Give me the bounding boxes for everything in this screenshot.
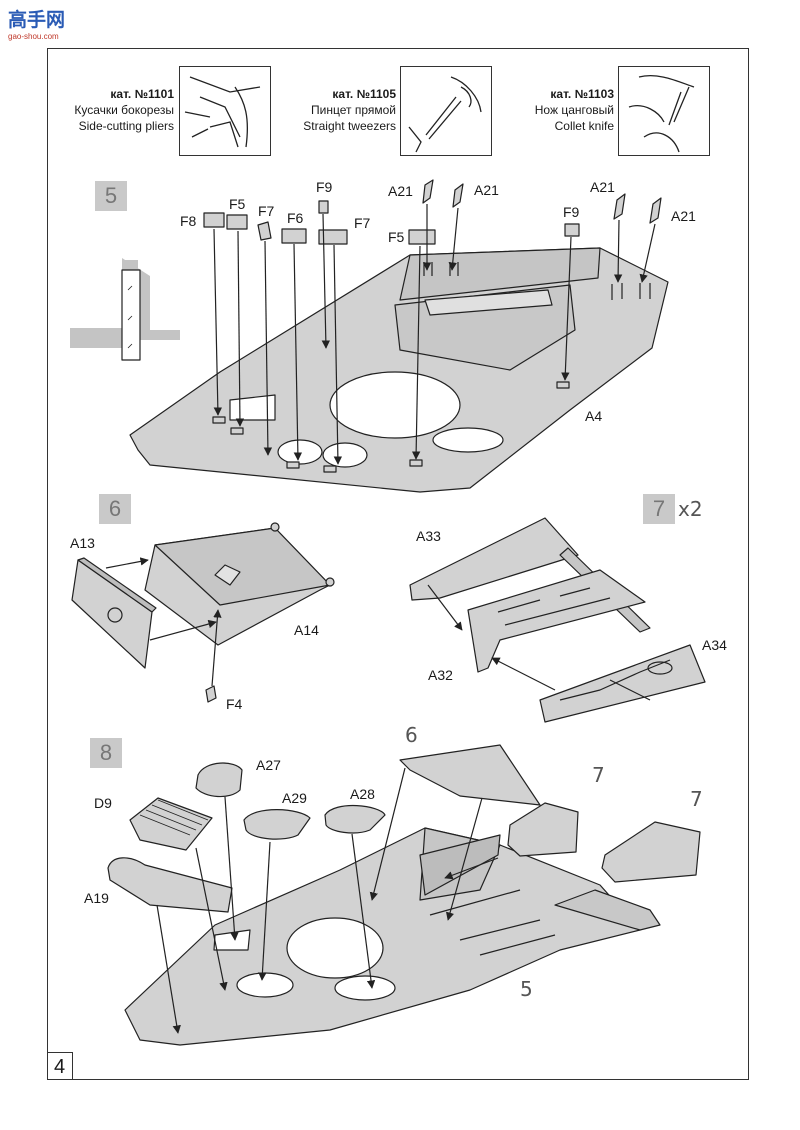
part-a19 <box>107 857 233 913</box>
tool-name-ru: Кусачки бокорезы <box>74 103 174 117</box>
step-6-badge: 6 <box>99 494 131 524</box>
part-a14 <box>144 522 335 646</box>
step-8-badge: 8 <box>90 738 122 768</box>
tool-cat: кат. №1101 <box>110 87 174 101</box>
ref-step-6: 6 <box>405 723 418 747</box>
label-a21c: A21 <box>590 179 615 195</box>
part-a21d <box>649 197 662 224</box>
label-f6: F6 <box>287 210 304 226</box>
part-a28 <box>324 804 386 834</box>
label-f4: F4 <box>226 696 243 712</box>
label-a21d: A21 <box>671 208 696 224</box>
part-a21b <box>452 183 464 208</box>
part-f9 <box>318 200 329 214</box>
part-a13 <box>71 557 157 669</box>
ref-step-5: 5 <box>520 977 533 1001</box>
label-f7b: F7 <box>354 215 371 231</box>
part-f6 <box>281 228 307 244</box>
part-7-ref-b <box>601 821 701 883</box>
label-a21: A21 <box>388 183 413 199</box>
watermark-logo: 高手网 gao-shou.com <box>6 6 86 42</box>
part-a27 <box>195 762 243 798</box>
part-7-ref-a <box>507 802 579 857</box>
step-5-arrows <box>213 204 656 465</box>
tool-cat: кат. №1103 <box>550 87 614 101</box>
part-f7b <box>318 229 348 245</box>
tool-name-en: Collet knife <box>554 119 614 133</box>
tool-name-en: Side-cutting pliers <box>78 119 174 133</box>
label-f8: F8 <box>180 213 197 229</box>
hull-assembly-step-8 <box>124 827 661 1046</box>
part-6-ref <box>399 744 541 806</box>
part-f9b <box>564 223 580 237</box>
step-7-badge: 7 <box>643 494 675 524</box>
tool-name-en: Straight tweezers <box>303 119 396 133</box>
label-f9b: F9 <box>563 204 580 220</box>
part-a32 <box>467 569 646 673</box>
label-a34: A34 <box>702 637 727 653</box>
tool-name-ru: Пинцет прямой <box>311 103 396 117</box>
watermark-logo-text: 高手网 <box>8 8 65 31</box>
part-f7 <box>257 221 272 241</box>
watermark-url: gao-shou.com <box>8 32 59 41</box>
knife-illustration <box>618 66 710 156</box>
step-7-multiplier: x2 <box>678 497 703 521</box>
label-a29: A29 <box>282 790 307 806</box>
label-a28: A28 <box>350 786 375 802</box>
ref-step-7a: 7 <box>592 763 605 787</box>
part-a21 <box>422 179 434 204</box>
step-5-detail-inset <box>70 258 180 361</box>
label-f5: F5 <box>229 196 246 212</box>
label-a32: A32 <box>428 667 453 683</box>
tool-name-ru: Нож цанговый <box>534 103 614 117</box>
tool-tweezers-caption: кат. №1105 Пинцет прямой Straight tweeze… <box>282 86 396 134</box>
tool-knife-caption: кат. №1103 Нож цанговый Collet knife <box>500 86 614 134</box>
label-f7: F7 <box>258 203 275 219</box>
hull-part-a4 <box>129 247 669 493</box>
step-5-badge: 5 <box>95 181 127 211</box>
step-8-arrows <box>156 767 499 1034</box>
label-a19: A19 <box>84 890 109 906</box>
part-a34 <box>539 644 706 723</box>
pliers-illustration <box>179 66 271 156</box>
label-a27: A27 <box>256 757 281 773</box>
part-f8 <box>203 212 225 228</box>
tweezers-illustration <box>400 66 492 156</box>
label-a14: A14 <box>294 622 319 638</box>
label-a13: A13 <box>70 535 95 551</box>
page-frame <box>47 48 749 1080</box>
label-a21b: A21 <box>474 182 499 198</box>
part-f4 <box>205 685 217 703</box>
label-f5b: F5 <box>388 229 405 245</box>
label-a4: A4 <box>585 408 603 424</box>
part-f5 <box>226 214 248 230</box>
part-f5b <box>408 229 436 245</box>
step-6-arrows <box>105 557 222 687</box>
step-7-arrows <box>427 584 556 691</box>
label-d9: D9 <box>94 795 112 811</box>
ref-step-7b: 7 <box>690 787 703 811</box>
part-a21c <box>613 193 626 220</box>
tool-cat: кат. №1105 <box>332 87 396 101</box>
label-f9: F9 <box>316 179 333 195</box>
label-a33: A33 <box>416 528 441 544</box>
page-number: 4 <box>47 1052 73 1080</box>
part-a29 <box>243 809 311 840</box>
tool-pliers-caption: кат. №1101 Кусачки бокорезы Side-cutting… <box>60 86 174 134</box>
part-d9 <box>129 797 213 851</box>
